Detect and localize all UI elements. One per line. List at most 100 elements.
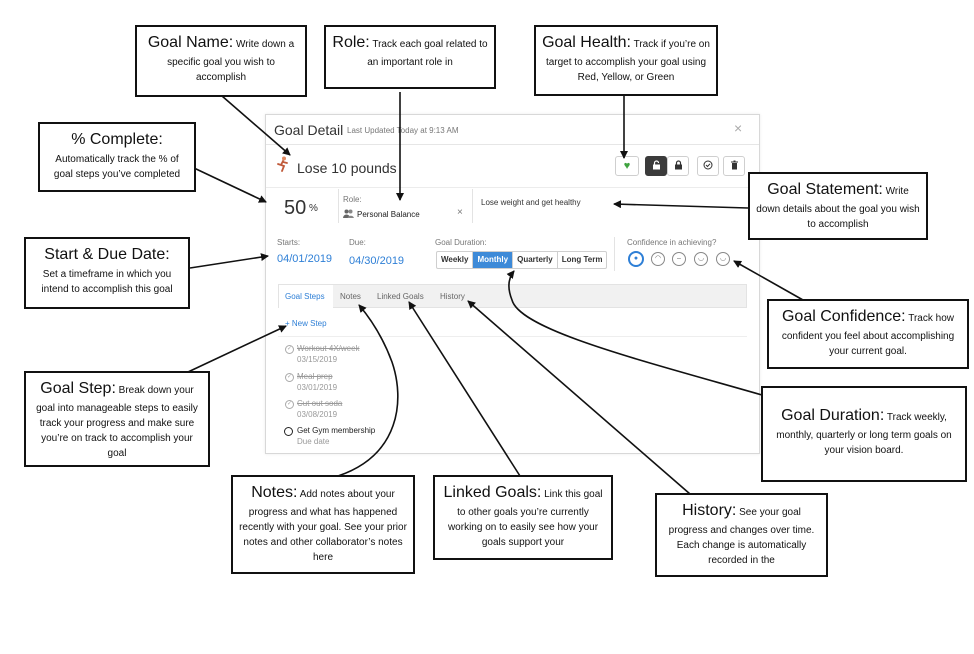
duration-monthly[interactable]: Monthly xyxy=(473,252,514,268)
callout-goal-statement: Goal Statement: Write down details about… xyxy=(748,172,928,240)
notes-arrow xyxy=(337,304,399,477)
check-circle-icon[interactable]: ✓ xyxy=(285,345,294,354)
duration-weekly[interactable]: Weekly xyxy=(437,252,474,268)
callout-title: Goal Statement: xyxy=(767,181,883,198)
tab-history[interactable]: History xyxy=(440,292,465,301)
linked-goals-arrow xyxy=(408,301,521,477)
callout-text: Write down details about the goal you wi… xyxy=(756,186,920,230)
divider xyxy=(472,189,473,223)
percent-complete-arrow xyxy=(193,167,267,203)
history-arrow xyxy=(467,300,691,495)
due-label: Due: xyxy=(349,238,366,247)
role-clear-icon[interactable]: × xyxy=(457,207,463,218)
close-icon[interactable]: × xyxy=(734,120,743,136)
callout-goal-name: Goal Name: Write down a specific goal yo… xyxy=(135,25,307,97)
divider xyxy=(278,336,747,337)
duration-long-term[interactable]: Long Term xyxy=(561,255,603,264)
callout-text: See your goal progress and changes over … xyxy=(668,507,815,566)
callout-role: Role: Track each goal related to an impo… xyxy=(324,25,496,89)
step-date: Due date xyxy=(297,437,330,446)
step-text[interactable]: Meal prep xyxy=(297,372,333,381)
step-date: 03/08/2019 xyxy=(297,410,338,419)
runner-icon xyxy=(276,156,290,175)
callout-start-due-date: Start & Due Date: Set a timeframe in whi… xyxy=(24,237,190,309)
duration-label: Goal Duration: xyxy=(435,238,487,247)
panel-title: Goal Detail xyxy=(274,122,344,138)
starts-label: Starts: xyxy=(277,238,301,247)
role-label: Role: xyxy=(343,195,362,204)
role-value[interactable]: Personal Balance xyxy=(357,210,420,219)
duration-selector: Weekly Monthly Quarterly Long Term xyxy=(436,251,608,269)
heart-icon: ♥ xyxy=(623,160,631,172)
goal-health-button[interactable]: ♥ xyxy=(615,156,639,176)
check-circle-icon xyxy=(703,160,713,173)
trash-icon xyxy=(730,160,739,173)
callout-title: Goal Name: xyxy=(147,34,234,51)
callout-goal-confidence: Goal Confidence: Track how confident you… xyxy=(767,299,969,369)
percent-sign: % xyxy=(309,203,318,214)
callout-text: Link this goal to other goals you’re cur… xyxy=(447,489,603,548)
lock-button[interactable] xyxy=(667,156,689,176)
goal-detail-panel: Goal Detail Last Updated Today at 9:13 A… xyxy=(265,114,760,454)
callout-title: Goal Duration: xyxy=(781,407,885,424)
due-date[interactable]: 04/30/2019 xyxy=(349,255,405,267)
people-icon xyxy=(343,209,354,220)
callout-title: Notes: xyxy=(251,484,298,501)
tab-notes[interactable]: Notes xyxy=(340,292,361,301)
callout-text: Break down your goal into manageable ste… xyxy=(36,385,198,459)
header-divider xyxy=(266,144,759,145)
callout-goal-health: Goal Health: Track if you’re on target t… xyxy=(534,25,718,96)
tabs-bar xyxy=(278,284,747,308)
goal-name[interactable]: Lose 10 pounds xyxy=(297,160,397,176)
callout-text: Automatically track the % of goal steps … xyxy=(53,154,181,180)
divider xyxy=(614,237,615,271)
tab-goal-steps[interactable]: Goal Steps xyxy=(285,292,325,301)
circle-icon[interactable] xyxy=(284,427,293,436)
callout-linked-goals: Linked Goals: Link this goal to other go… xyxy=(433,475,613,560)
callout-text: Track how confident you feel about accom… xyxy=(781,313,955,357)
step-text[interactable]: Workout 4X/week xyxy=(297,344,360,353)
step-text[interactable]: Cut out soda xyxy=(297,399,343,408)
check-circle-icon[interactable]: ✓ xyxy=(285,373,294,382)
callout-title: Start & Due Date: xyxy=(44,246,170,263)
goal-confidence-arrow xyxy=(733,260,804,301)
start-date[interactable]: 04/01/2019 xyxy=(277,253,333,265)
duration-quarterly[interactable]: Quarterly xyxy=(513,252,558,268)
callout-text: Track each goal related to an important … xyxy=(367,39,488,68)
callout-title: Goal Step: xyxy=(40,380,116,397)
goal-statement-arrow xyxy=(613,200,749,209)
goal-duration-arrow xyxy=(506,270,763,396)
complete-button[interactable] xyxy=(697,156,719,176)
callout-percent-complete: % Complete: Automatically track the % of… xyxy=(38,122,196,192)
active-tab-background xyxy=(279,285,333,308)
confidence-label: Confidence in achieving? xyxy=(627,238,717,247)
callout-goal-step: Goal Step: Break down your goal into man… xyxy=(24,371,210,467)
new-step-link[interactable]: + New Step xyxy=(285,319,327,328)
callout-history: History: See your goal progress and chan… xyxy=(655,493,828,577)
callout-title: Goal Confidence: xyxy=(781,308,906,325)
callout-title: History: xyxy=(682,502,737,519)
callout-text: Track weekly, monthly, quarterly or long… xyxy=(776,412,952,456)
delete-button[interactable] xyxy=(723,156,745,176)
check-circle-icon[interactable]: ✓ xyxy=(285,400,294,409)
unlock-button[interactable] xyxy=(645,156,667,176)
step-text[interactable]: Get Gym membership xyxy=(297,426,376,435)
divider xyxy=(338,189,339,223)
callout-notes: Notes: Add notes about your progress and… xyxy=(231,475,415,574)
callout-text: Set a timeframe in which you intend to a… xyxy=(41,269,173,295)
goal-name-arrow xyxy=(221,95,291,156)
unsure-face-icon[interactable]: ◠ xyxy=(651,252,665,266)
tab-linked-goals[interactable]: Linked Goals xyxy=(377,292,424,301)
callout-goal-duration: Goal Duration: Track weekly, monthly, qu… xyxy=(761,386,967,482)
neutral-face-icon[interactable]: – xyxy=(672,252,686,266)
very-unsure-face-icon[interactable]: ● xyxy=(628,251,644,267)
percent-complete: 50 xyxy=(284,197,307,219)
goal-statement[interactable]: Lose weight and get healthy xyxy=(481,198,581,207)
start-due-arrow xyxy=(189,253,269,269)
callout-title: Linked Goals: xyxy=(443,484,542,501)
callout-title: Goal Health: xyxy=(542,34,631,51)
confident-face-icon[interactable]: ◡ xyxy=(694,252,708,266)
very-confident-face-icon[interactable]: ◡ xyxy=(716,252,730,266)
unlock-icon xyxy=(652,159,661,173)
